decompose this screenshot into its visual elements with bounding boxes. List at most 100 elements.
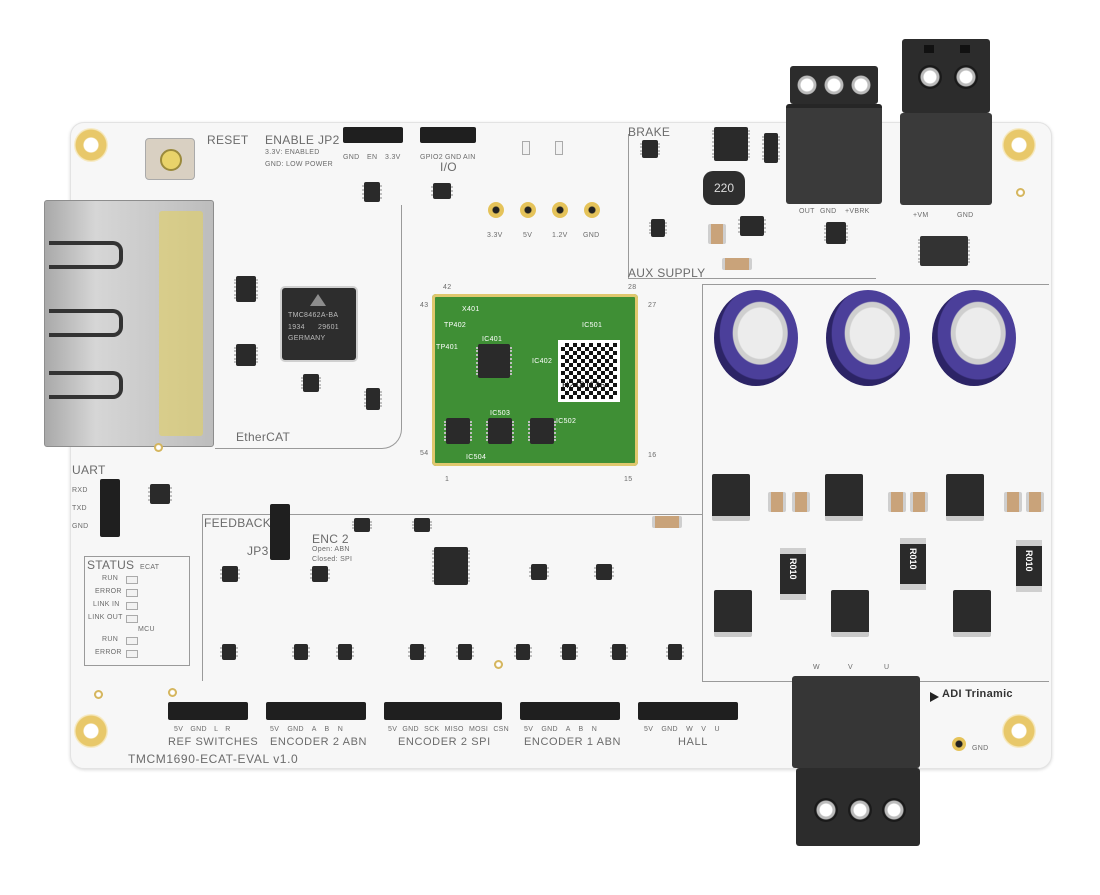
brake-label: BRAKE — [628, 125, 671, 139]
screw-icon[interactable] — [851, 75, 871, 95]
power-terminal-block[interactable] — [902, 39, 990, 113]
gnd-test-point[interactable] — [952, 737, 966, 751]
status-mcu: MCU — [138, 626, 155, 633]
brand-label: ADI Trinamic — [942, 688, 1013, 700]
asic-code: 29601 — [318, 324, 339, 331]
module-ic401: IC401 — [482, 336, 503, 343]
tp-33v-label: 3.3V — [487, 232, 503, 239]
reset-button[interactable] — [145, 138, 195, 180]
test-point-12v[interactable] — [552, 202, 568, 218]
status-led-link-out — [126, 615, 138, 623]
brake-outline — [628, 134, 876, 279]
small-chip — [301, 374, 321, 392]
header-encoder1-abn[interactable] — [520, 702, 620, 720]
mosfet — [831, 590, 869, 637]
io-gpio2: GPIO2 — [420, 154, 443, 161]
uart-header[interactable] — [100, 479, 120, 537]
feedback-chip — [666, 644, 684, 660]
uart-label: UART — [72, 463, 106, 477]
mosfet — [825, 474, 863, 521]
feedback-chip — [336, 644, 354, 660]
screw-icon[interactable] — [954, 65, 978, 89]
status-error: ERROR — [95, 588, 122, 595]
module-ic501: IC501 — [582, 322, 603, 329]
module-ic503: IC503 — [490, 410, 511, 417]
feedback-chip — [594, 564, 614, 580]
power-vm-label: +VM — [913, 212, 929, 219]
led — [522, 141, 530, 155]
ethercat-asic: TMC8462A-BA 1934 29601 GERMANY — [282, 288, 356, 360]
module-chip-ic502 — [528, 418, 556, 444]
test-point-gnd[interactable] — [584, 202, 600, 218]
feedback-chip — [220, 644, 238, 660]
motion-module: H2481146 X401 TP402 TP401 IC401 IC402 IC… — [432, 294, 638, 466]
module-pin-54: 54 — [420, 450, 429, 457]
mounting-hole — [74, 714, 108, 748]
module-tp401: TP401 — [436, 344, 459, 351]
io-header[interactable] — [420, 127, 476, 143]
uart-chip — [148, 484, 172, 504]
motor-v-label: V — [848, 664, 853, 671]
module-pin-1: 1 — [445, 476, 450, 483]
header-ref-switches[interactable] — [168, 702, 248, 720]
jp3-jumper[interactable] — [270, 504, 290, 560]
module-ic402: IC402 — [532, 358, 553, 365]
small-chip — [364, 388, 382, 410]
brake-chip — [712, 127, 750, 161]
module-pin-15: 15 — [624, 476, 633, 483]
power-gnd-label: GND — [957, 212, 974, 219]
screw-icon[interactable] — [882, 798, 906, 822]
tp-12v-label: 1.2V — [552, 232, 568, 239]
status-label: STATUS — [87, 558, 135, 572]
screw-icon[interactable] — [848, 798, 872, 822]
screw-icon[interactable] — [797, 75, 817, 95]
enc2-closed: Closed: SPI — [312, 556, 353, 563]
status-link-in: LINK IN — [93, 601, 120, 608]
test-point-33v[interactable] — [488, 202, 504, 218]
status-led-link-in — [126, 602, 138, 610]
feedback-chip — [514, 644, 532, 660]
protection-diode — [918, 236, 970, 266]
io-gnd: GND — [445, 154, 462, 161]
feedback-chip — [292, 644, 310, 660]
screw-icon[interactable] — [824, 75, 844, 95]
shunt-label: R010 — [1024, 550, 1034, 572]
small-chip — [431, 183, 453, 199]
ethernet-jack[interactable] — [44, 200, 214, 447]
title-encoder2-spi: ENCODER 2 SPI — [398, 736, 491, 748]
enc2-label: ENC 2 — [312, 532, 349, 546]
jp2-jumper[interactable] — [343, 127, 403, 143]
jp2-label: JP2 — [318, 133, 340, 147]
inductor-label: 220 — [713, 181, 735, 195]
screw-icon[interactable] — [918, 65, 942, 89]
module-pin-43: 43 — [420, 302, 429, 309]
feedback-chip — [610, 644, 628, 660]
pins-encoder2-spi: 5V GND SCK MISO MOSI CSN — [388, 726, 509, 733]
mounting-hole — [1002, 128, 1036, 162]
module-ic504: IC504 — [466, 454, 487, 461]
title-encoder1-abn: ENCODER 1 ABN — [524, 736, 622, 748]
via — [494, 660, 503, 669]
header-encoder2-spi[interactable] — [384, 702, 502, 720]
motor-terminal-block[interactable] — [796, 768, 920, 846]
header-encoder2-abn[interactable] — [266, 702, 366, 720]
via — [1016, 188, 1025, 197]
ethercat-label: EtherCAT — [236, 430, 291, 444]
status-run2: RUN — [102, 636, 119, 643]
board-name: TMCM1690-ECAT-EVAL v1.0 — [128, 752, 299, 766]
via — [94, 690, 103, 699]
screw-icon[interactable] — [814, 798, 838, 822]
power-terminal-base — [900, 113, 992, 205]
enc2-open: Open: ABN — [312, 546, 350, 553]
header-hall[interactable] — [638, 702, 738, 720]
motor-w-label: W — [813, 664, 820, 671]
module-serial: H2481146 — [562, 380, 606, 390]
module-pin-42: 42 — [443, 284, 452, 291]
diode — [762, 133, 780, 163]
test-point-5v[interactable] — [520, 202, 536, 218]
status-outline — [84, 556, 190, 666]
status-error2: ERROR — [95, 649, 122, 656]
brake-terminal-block[interactable] — [790, 66, 878, 104]
gnd-tp-label: GND — [972, 745, 989, 752]
aux-chip — [649, 219, 667, 237]
